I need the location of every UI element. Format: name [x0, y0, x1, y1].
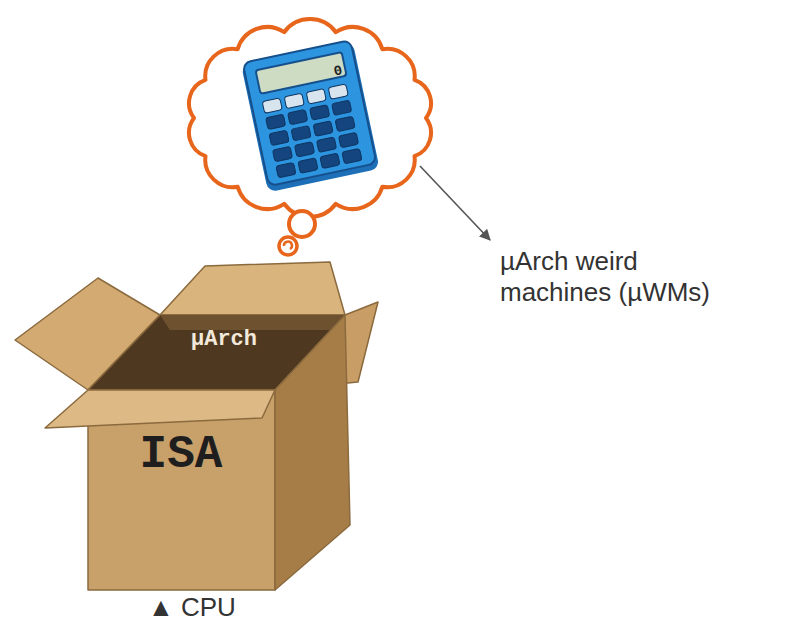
back-flap — [160, 262, 345, 315]
callout-label: µArch weird machines (µWMs) — [500, 246, 730, 308]
calculator-key — [272, 146, 292, 161]
calculator-key — [269, 130, 289, 145]
caption-label: ▲ CPU — [148, 592, 236, 623]
calculator-key — [320, 153, 340, 168]
front-flap — [45, 390, 275, 428]
calculator-key — [306, 89, 326, 104]
calculator-key — [294, 142, 314, 157]
calculator-key — [332, 100, 352, 115]
calculator-key — [338, 132, 358, 147]
calculator-key — [310, 105, 330, 120]
cardboard-box: µArchISA — [15, 255, 380, 595]
calculator-key — [342, 148, 362, 163]
thought-bubble — [289, 211, 315, 237]
leader-line — [420, 166, 490, 240]
thought-cloud — [189, 19, 431, 217]
inner-label: µArch — [191, 327, 257, 352]
calculator-body — [243, 40, 377, 186]
right-face — [275, 315, 350, 590]
thought-bubble — [279, 237, 297, 255]
calculator-key — [284, 93, 304, 108]
calculator-key — [313, 121, 333, 136]
calculator-icon — [241, 40, 380, 193]
calculator-key — [276, 162, 296, 177]
calculator-key — [328, 84, 348, 99]
front-label: ISA — [140, 429, 223, 481]
thought-bubble-curl — [284, 242, 292, 249]
cardboard-box-art — [15, 262, 378, 590]
calculator-key — [298, 158, 318, 173]
calculator-key — [262, 98, 282, 113]
calculator-key — [266, 114, 286, 129]
calculator-key — [316, 137, 336, 152]
calculator-key — [288, 109, 308, 124]
calculator-key — [335, 116, 355, 131]
calculator-key — [291, 126, 311, 141]
